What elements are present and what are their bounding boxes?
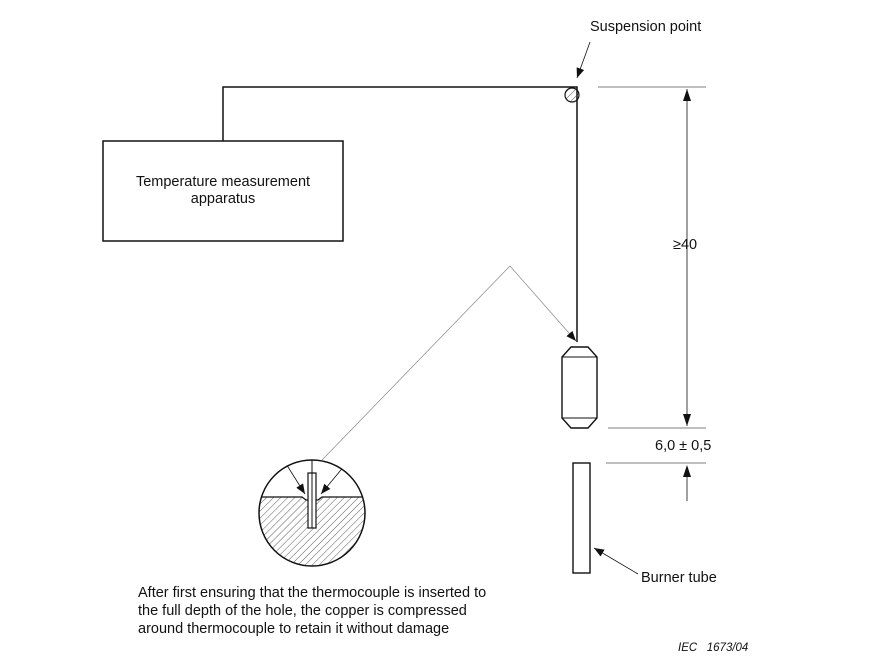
detail-circle bbox=[258, 459, 366, 567]
compression-arrow-right bbox=[320, 460, 351, 495]
suspension-leader bbox=[576, 41, 591, 79]
distance-min-label: ≥40 bbox=[673, 237, 698, 253]
note-line1: After first ensuring that the thermocoup… bbox=[138, 585, 487, 601]
compression-arrow-left bbox=[282, 460, 306, 495]
note-line3: around thermocouple to retain it without… bbox=[138, 621, 450, 637]
burner-tube-label: Burner tube bbox=[641, 570, 717, 586]
burner-tube bbox=[572, 462, 591, 574]
apparatus-label-line2: apparatus bbox=[190, 191, 256, 207]
figure-reference: IEC 1673/04 bbox=[678, 642, 749, 654]
thermocouple-cable bbox=[222, 86, 578, 342]
note-line2: the full depth of the hole, the copper i… bbox=[138, 603, 467, 619]
dim-arrow-top bbox=[683, 89, 691, 101]
detail-leader bbox=[321, 265, 577, 461]
detail-view bbox=[258, 459, 366, 567]
apparatus-label-line1: Temperature measurement bbox=[135, 174, 311, 190]
copper-block bbox=[561, 346, 598, 429]
gap-arrow bbox=[683, 465, 691, 477]
burner-tube-leader bbox=[593, 547, 639, 575]
suspension-point-marker bbox=[564, 87, 580, 103]
suspension-point-label: Suspension point bbox=[590, 19, 702, 35]
dim-arrow-bottom bbox=[683, 414, 691, 426]
gap-tolerance-label: 6,0 ± 0,5 bbox=[655, 438, 712, 454]
